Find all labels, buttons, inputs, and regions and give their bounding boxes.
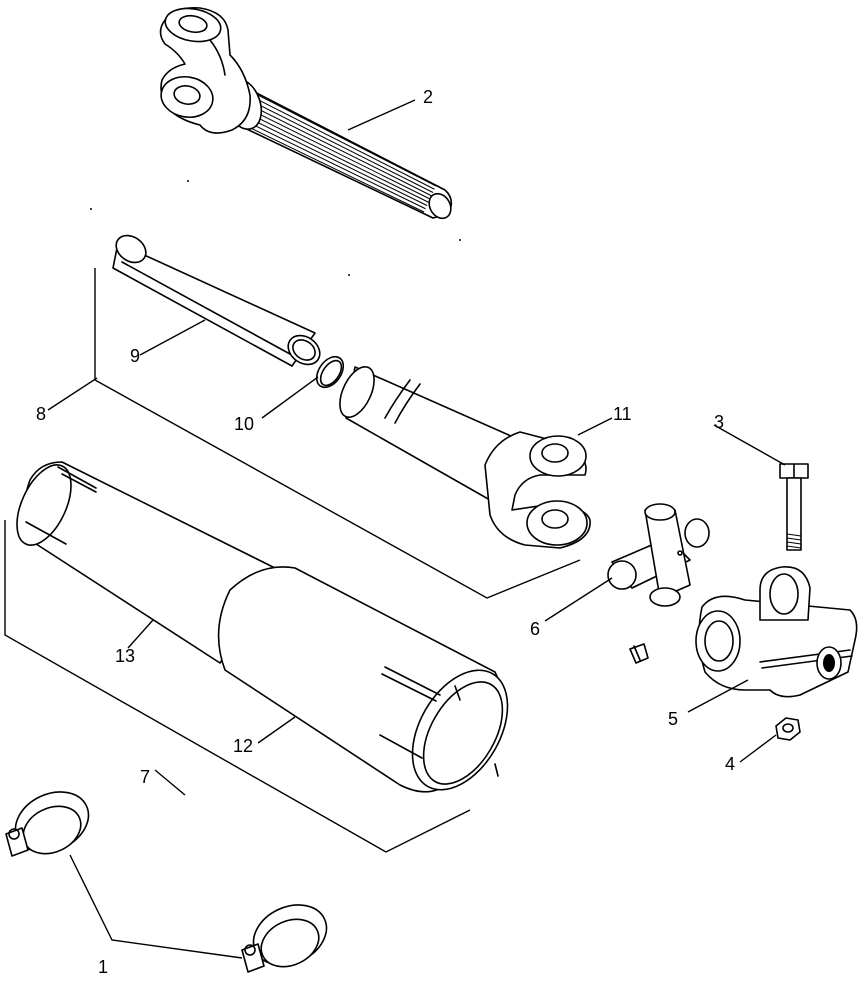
callout-7: 7 [140,767,150,787]
callout-10: 10 [234,414,254,434]
speck-marks [90,180,461,276]
part-6-universal-cross [607,503,710,607]
callout-4: 4 [725,754,735,774]
callout-2: 2 [423,87,433,107]
spline-groove [239,108,429,203]
callout-13: 13 [115,646,135,666]
part-1-hose-clamp-lower [241,904,328,973]
spline-groove [235,115,426,210]
spline-groove [237,112,428,206]
callout-1: 1 [98,957,108,977]
callout-3: 3 [714,412,724,432]
part-4-nut [775,717,801,741]
part-12-guard-tube [217,566,509,793]
spline-groove [240,104,431,200]
part-11-outer-tube-yoke [339,366,591,549]
callout-6: 6 [530,619,540,639]
callout-labels: 1 2 3 4 5 6 7 8 9 10 11 12 13 [36,87,735,977]
leader-lines [47,99,786,959]
part-2-splined-yoke-shaft [159,6,453,220]
spline-groove [244,97,434,193]
part-5-clamp-yoke [695,566,858,698]
spline-groove [242,100,432,197]
callout-5: 5 [668,709,678,729]
callout-12: 12 [233,736,253,756]
part-10-snap-ring [315,355,345,389]
bracket-8 [94,268,581,599]
part-9-inner-tube [112,234,321,367]
spline-groove [247,89,437,187]
callout-8: 8 [36,404,46,424]
spline-groove [246,93,435,190]
callout-9: 9 [130,346,140,366]
part-3-bolt [779,463,809,551]
part-1-hose-clamp-upper [5,791,90,857]
bracket-7 [4,520,471,853]
grease-fitting [629,643,649,664]
part-13-guard-tube [16,461,286,664]
spline-groove [233,119,425,213]
callout-11: 11 [613,404,632,424]
